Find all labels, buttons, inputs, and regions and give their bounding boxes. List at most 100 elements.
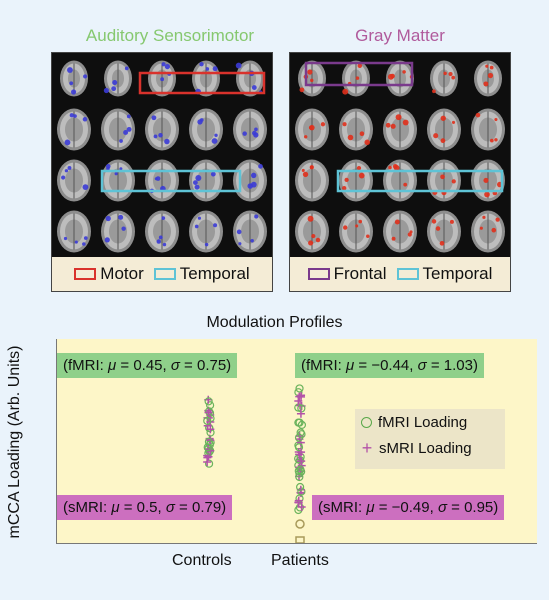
brain-slice — [233, 210, 267, 253]
brain-slice — [101, 159, 135, 202]
temporal-swatch — [153, 268, 176, 280]
plus-marker-icon: + — [361, 438, 373, 458]
smri-point — [297, 457, 306, 466]
legend-temporal-right: Temporal — [396, 264, 493, 284]
fmri-point — [295, 472, 304, 482]
smri-point — [294, 496, 303, 505]
smri-point — [297, 448, 306, 457]
brain-slice — [148, 60, 176, 97]
fmri-point — [294, 433, 304, 442]
brain-slice — [57, 108, 91, 151]
brain-slice — [60, 60, 88, 97]
brain-slice — [342, 60, 370, 97]
legend-frontal-label: Frontal — [333, 264, 387, 283]
region-box — [100, 169, 242, 193]
smri-point — [297, 502, 306, 511]
brain-slice — [235, 60, 264, 97]
fmri-point — [205, 440, 214, 449]
brain-slice — [339, 210, 373, 253]
right-panel-legend: Frontal Temporal — [290, 257, 510, 291]
frontal-swatch — [307, 268, 330, 280]
brain-slice — [189, 108, 223, 151]
region-box — [336, 169, 504, 193]
legend-fmri-row: fMRI Loading — [355, 409, 505, 435]
legend-fmri-label: fMRI Loading — [378, 413, 468, 431]
auditory-sensorimotor-brain-grid: Motor Temporal — [51, 52, 273, 292]
brain-slice — [471, 159, 505, 202]
motor-swatch — [74, 268, 97, 280]
fmri-point — [294, 443, 304, 452]
brain-slice — [427, 108, 461, 151]
brain-slice — [57, 159, 91, 202]
brain-slices-left — [57, 60, 267, 253]
brain-slice — [189, 210, 223, 253]
legend-motor: Motor — [74, 264, 144, 284]
brain-slice — [233, 159, 267, 202]
brain-slice — [57, 210, 91, 253]
gray-matter-title: Gray Matter — [355, 26, 445, 45]
fmri-point — [203, 443, 212, 452]
legend-temporal-label: Temporal — [422, 264, 493, 283]
brain-slice — [101, 108, 135, 151]
legend-temporal-left: Temporal — [153, 264, 250, 284]
controls-smri-stats: (sMRI: μ = 0.5, σ = 0.79) — [57, 495, 233, 520]
brain-slice — [471, 210, 505, 253]
brain-slice — [427, 159, 461, 202]
fmri-point — [203, 416, 212, 425]
brain-slice — [383, 210, 417, 253]
legend-motor-label: Motor — [100, 264, 144, 283]
fmri-point — [204, 397, 213, 406]
brain-slice — [430, 60, 458, 97]
scatter-points — [203, 384, 307, 544]
brain-slice — [471, 108, 505, 151]
left-panel-legend: Motor Temporal — [52, 257, 272, 291]
fmri-point — [296, 482, 305, 492]
smri-point — [296, 438, 305, 447]
brain-slice — [101, 210, 135, 253]
temporal-swatch — [396, 268, 419, 280]
fmri-point — [295, 536, 305, 544]
fmri-point — [206, 401, 215, 410]
smri-point — [296, 409, 305, 418]
brain-slice — [295, 108, 329, 151]
gray-matter-brain-grid: Frontal Temporal — [289, 52, 511, 292]
fmri-point — [296, 465, 305, 474]
xtick-patients: Patients — [271, 552, 329, 569]
brain-slice — [298, 60, 326, 97]
brain-slice — [339, 159, 373, 202]
smri-point — [204, 408, 213, 417]
legend-frontal: Frontal — [307, 264, 387, 284]
smri-point — [206, 425, 215, 434]
legend-temporal-label: Temporal — [179, 264, 250, 283]
region-box — [138, 71, 266, 95]
legend-smri-label: sMRI Loading — [379, 439, 472, 457]
brain-slice — [339, 108, 373, 151]
brain-slice — [383, 159, 417, 202]
fmri-point — [296, 456, 305, 465]
patients-smri-stats: (sMRI: μ = −0.49, σ = 0.95) — [312, 495, 505, 520]
fmri-point — [294, 418, 303, 427]
brain-slice — [233, 108, 267, 151]
controls-fmri-stats: (fMRI: μ = 0.45, σ = 0.75) — [57, 353, 238, 378]
brain-slice — [103, 60, 132, 97]
brain-slice — [145, 108, 179, 151]
brain-slice — [145, 159, 179, 202]
fmri-point — [295, 384, 304, 393]
y-axis-label: mCCA Loading (Arb. Units) — [6, 345, 23, 539]
brain-slice — [386, 60, 414, 97]
legend-smri-row: + sMRI Loading — [355, 435, 505, 461]
brain-slice — [295, 159, 329, 202]
smri-point — [297, 392, 306, 401]
auditory-sensorimotor-title: Auditory Sensorimotor — [85, 26, 255, 45]
fmri-point — [295, 519, 305, 529]
brain-slice — [295, 210, 329, 253]
plot-legend: fMRI Loading + sMRI Loading — [355, 409, 505, 469]
circle-marker-icon — [361, 416, 372, 428]
brain-slice — [189, 159, 223, 202]
region-box — [304, 61, 414, 87]
patients-fmri-stats: (fMRI: μ = −0.44, σ = 1.03) — [295, 353, 484, 378]
brain-slice — [427, 210, 461, 253]
plot-title: Modulation Profiles — [206, 314, 343, 331]
brain-slice — [474, 60, 502, 97]
brain-slice — [145, 210, 179, 253]
